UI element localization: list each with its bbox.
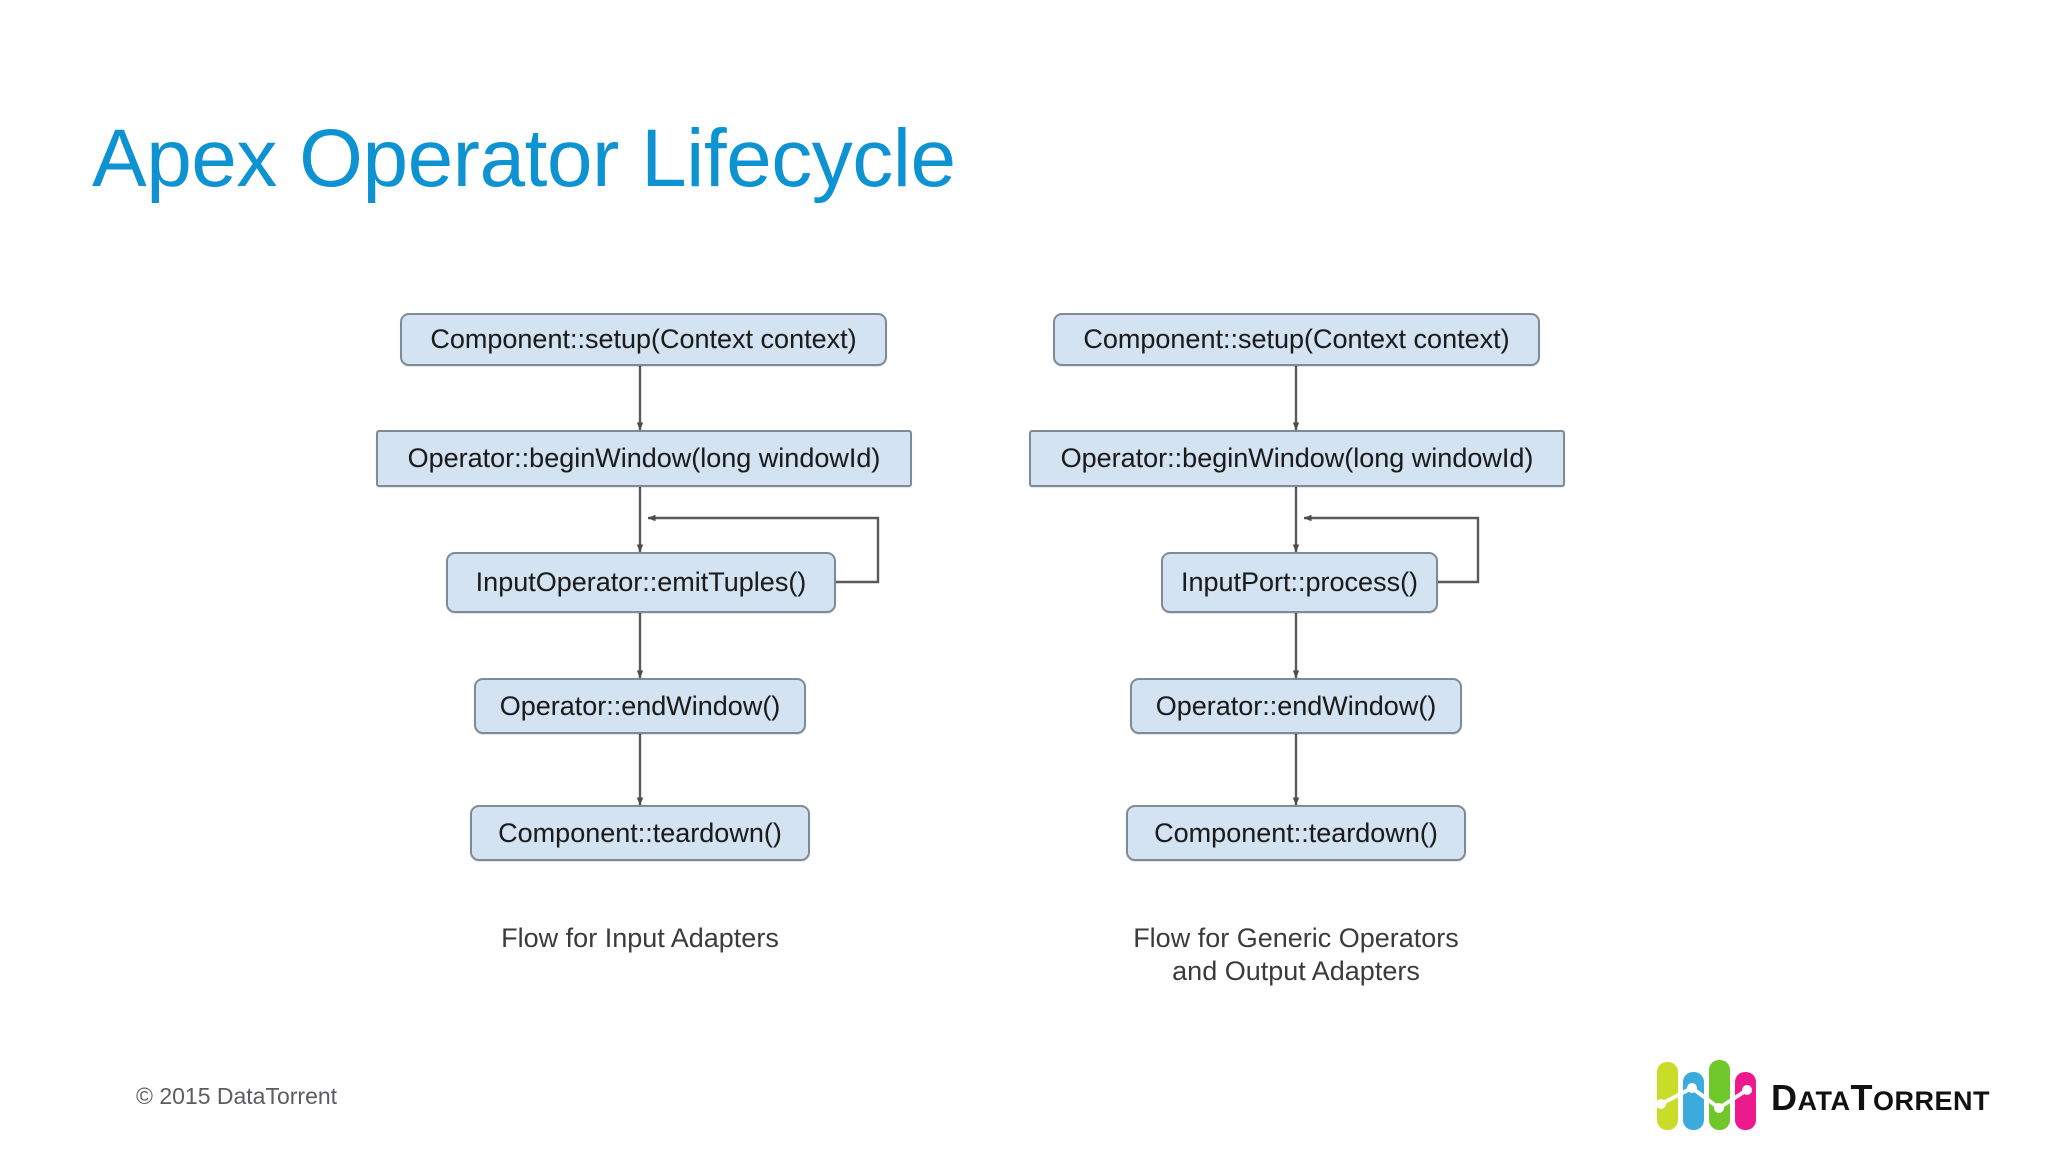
node-inputoperator-emittuples[interactable]: InputOperator::emitTuples() bbox=[446, 552, 836, 613]
node-component-teardown[interactable]: Component::teardown() bbox=[470, 805, 810, 861]
flow-caption-input-adapters: Flow for Input Adapters bbox=[501, 923, 779, 953]
node-component-teardown[interactable]: Component::teardown() bbox=[1126, 805, 1466, 861]
logo-bar-1 bbox=[1657, 1062, 1678, 1130]
flow-column-input-adapters: Component::setup(Context context) Operat… bbox=[376, 313, 912, 953]
footer-copyright: © 2015 DataTorrent bbox=[136, 1083, 338, 1109]
node-operator-beginwindow[interactable]: Operator::beginWindow(long windowId) bbox=[1029, 430, 1565, 487]
flow-column-generic-operators: Component::setup(Context context) Operat… bbox=[1029, 313, 1565, 986]
page-title: Apex Operator Lifecycle bbox=[92, 113, 956, 204]
node-inputport-process[interactable]: InputPort::process() bbox=[1161, 552, 1438, 613]
datatorrent-logo: DATATORRENT bbox=[1655, 1058, 2015, 1134]
node-operator-beginwindow[interactable]: Operator::beginWindow(long windowId) bbox=[376, 430, 912, 487]
logo-bar-4 bbox=[1735, 1072, 1756, 1130]
logo-wordmark: DATATORRENT bbox=[1771, 1077, 1990, 1118]
node-component-setup[interactable]: Component::setup(Context context) bbox=[1053, 313, 1540, 366]
node-operator-endwindow[interactable]: Operator::endWindow() bbox=[474, 678, 806, 734]
logo-trend-dots-icon bbox=[1656, 1083, 1752, 1113]
logo-svg: DATATORRENT bbox=[1656, 1060, 1990, 1130]
logo-bar-2 bbox=[1683, 1072, 1704, 1130]
flow-caption-generic-operators: Flow for Generic Operators and Output Ad… bbox=[1133, 923, 1459, 986]
logo-bar-3 bbox=[1709, 1060, 1730, 1130]
node-operator-endwindow[interactable]: Operator::endWindow() bbox=[1130, 678, 1462, 734]
node-component-setup[interactable]: Component::setup(Context context) bbox=[400, 313, 887, 366]
logo-trendline-icon bbox=[1660, 1085, 1749, 1111]
